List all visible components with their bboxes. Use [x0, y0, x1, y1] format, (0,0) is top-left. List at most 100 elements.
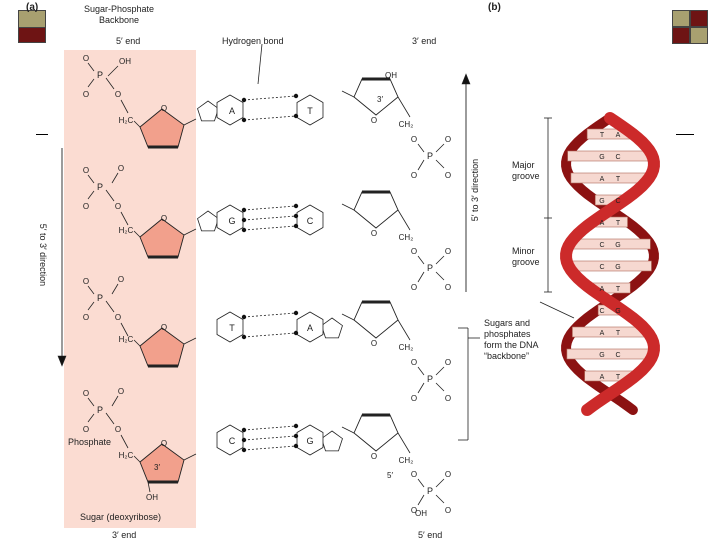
- phosphate-up-link-2: [111, 283, 119, 295]
- right-sugar-ring-0: [353, 78, 399, 116]
- phosphate-o2-text-3: O: [83, 425, 89, 434]
- right-sugar-c5-bond-2: [397, 319, 411, 341]
- phosphate-ester-o-1: O: [115, 202, 121, 211]
- right-top-oh: OH: [385, 71, 397, 80]
- phosphate-p-3: P: [97, 405, 103, 415]
- base-right-letter-2: A: [307, 323, 313, 333]
- hbond-dot-left-3-1: [241, 437, 247, 443]
- right-phosphate-p-0: P: [427, 151, 433, 161]
- phosphate-o2-text-2: O: [83, 313, 89, 322]
- hbond-dot-left-1-2: [241, 227, 247, 233]
- helix-base-left-9: A: [600, 330, 605, 337]
- hydrogen-bond-3-1: [243, 435, 297, 441]
- helix-base-right-7: T: [616, 286, 621, 293]
- right-phosphate-up-o-1: O: [411, 247, 417, 256]
- phosphate-link-3: [120, 434, 129, 449]
- hydrogen-bond-label: Hydrogen bond: [222, 36, 284, 46]
- phosphate-o2-text-0: O: [83, 90, 89, 99]
- hydrogen-bond-1-2: [243, 225, 297, 231]
- phosphate-up-o-3: O: [118, 387, 124, 396]
- phosphate-ester-o-2: O: [115, 313, 121, 322]
- helix-rung-5: [569, 238, 651, 250]
- base-left-pent-0: [197, 100, 219, 122]
- right-phosphate-o2-text-0: O: [445, 171, 451, 180]
- right-phosphate-o2-bond-0: [435, 159, 445, 169]
- divider-right: [676, 134, 694, 135]
- phosphate-up-o-2: O: [118, 275, 124, 284]
- phosphate-oh-bond: [107, 65, 119, 77]
- helix-base-left-5: C: [599, 242, 604, 249]
- direction-label-right: 5′ to 3′ direction: [470, 159, 480, 221]
- hbond-dot-right-3-1: [293, 433, 299, 439]
- sugar-bottom-oh: OH: [146, 493, 158, 502]
- right-phosphate-down-bond-2: [417, 382, 425, 394]
- helix-base-left-8: C: [599, 308, 604, 315]
- right-phosphate-o-bond-1: [435, 255, 445, 265]
- right-sugar-o-1: O: [371, 229, 377, 238]
- phosphate-o-text-3: O: [83, 389, 89, 398]
- hydrogen-bond-3-0: [243, 425, 297, 431]
- right-sugar-base-bond-2: [341, 313, 355, 321]
- phosphate-oh-text: OH: [119, 57, 131, 66]
- helix-base-right-0: A: [616, 132, 621, 139]
- right-phosphate-down-bond-1: [417, 271, 425, 283]
- sugar-h2c-1: H₂C: [119, 226, 134, 235]
- right-phosphate-o2-text-3: O: [445, 506, 451, 515]
- base-left-letter-1: G: [228, 216, 235, 226]
- right-phosphate-o2-bond-2: [435, 382, 445, 392]
- right-sugar-c5-bond-3: [397, 432, 411, 454]
- sugar-ring-o-0: O: [161, 104, 167, 113]
- base-right-hex-2: [296, 311, 324, 343]
- helix-base-right-5: G: [615, 242, 620, 249]
- helix-base-right-11: T: [616, 374, 621, 381]
- sugar-base-bond-2: [183, 337, 197, 345]
- phosphate-o2-bond-3: [87, 413, 95, 423]
- sugar-bottom-oh-bond: [147, 481, 151, 493]
- right-phosphate-o2-text-1: O: [445, 283, 451, 292]
- sugar-ring-3: [139, 443, 185, 483]
- helix-base-left-10: G: [599, 352, 604, 359]
- hbond-dot-left-0-1: [241, 117, 247, 123]
- right-sugar-o-3: O: [371, 452, 377, 461]
- hbond-dot-left-1-0: [241, 207, 247, 213]
- sugar-base-bond-0: [183, 118, 197, 126]
- helix-base-right-2: T: [616, 176, 621, 183]
- base-right-letter-0: T: [307, 106, 313, 116]
- direction-arrow-left-head: [57, 355, 67, 367]
- right-phosphate-up-o-0: O: [411, 135, 417, 144]
- three-prime-end-top-right: 3′ end: [412, 36, 437, 46]
- right-sugar-ch2-2: CH₂: [399, 343, 414, 352]
- hbond-dot-right-1-1: [293, 213, 299, 219]
- helix-rung-2: [570, 172, 650, 184]
- phosphate-link-2: [120, 322, 129, 337]
- helix-base-left-6: C: [599, 264, 604, 271]
- sugar-c5-bond-3: [133, 455, 141, 463]
- right-five-prime-label: 5′: [387, 471, 393, 480]
- sugar-ring-1: [139, 218, 185, 258]
- helix-base-left-0: T: [600, 132, 605, 139]
- right-phosphate-o-text-0: O: [445, 135, 451, 144]
- sugar-h2c-2: H₂C: [119, 335, 134, 344]
- right-phosphate-o-text-2: O: [445, 358, 451, 367]
- right-phosphate-o-bond-2: [435, 366, 445, 376]
- hbond-dot-left-1-1: [241, 217, 247, 223]
- hbond-dot-right-1-0: [293, 203, 299, 209]
- phosphate-ester-o-0: O: [115, 90, 121, 99]
- right-sugar-o-2: O: [371, 339, 377, 348]
- base-left-letter-0: A: [229, 106, 235, 116]
- right-sugar-c5-bond-0: [397, 96, 411, 118]
- base-right-letter-3: G: [306, 436, 313, 446]
- phosphate-up-link-1: [111, 172, 119, 184]
- five-prime-end-bottom-right: 5′ end: [418, 530, 443, 540]
- sugar-base-bond-1: [183, 228, 197, 236]
- hbond-dot-left-0-0: [241, 97, 247, 103]
- helix-base-right-4: T: [616, 220, 621, 227]
- hbond-dot-right-2-1: [293, 330, 299, 336]
- hbond-dot-right-2-0: [293, 310, 299, 316]
- hbond-dot-right-0-0: [293, 93, 299, 99]
- hydrogen-bond-2-1: [243, 332, 297, 338]
- phosphate-up-o-1: O: [118, 164, 124, 173]
- helix-base-left-3: G: [599, 198, 604, 205]
- right-phosphate-p-2: P: [427, 374, 433, 384]
